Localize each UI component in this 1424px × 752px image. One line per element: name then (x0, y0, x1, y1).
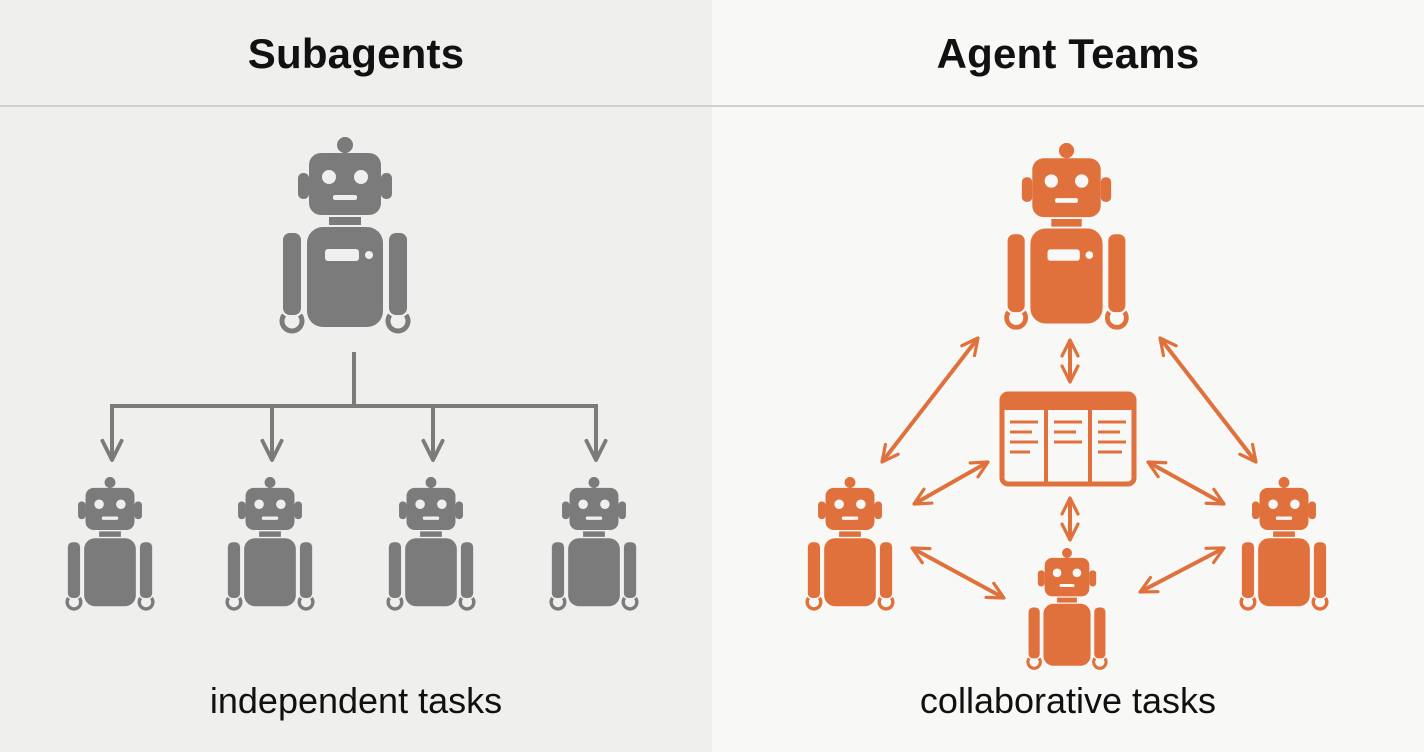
arrow-lead-right (1158, 336, 1258, 464)
subagent-robot-icon-1 (65, 475, 155, 611)
arrow-right-bottom (1138, 546, 1226, 594)
title-divider (0, 105, 712, 107)
subagent-robot-icon-4 (549, 475, 639, 611)
agent-teams-title: Agent Teams (936, 30, 1200, 77)
arrow-lead-left (880, 336, 980, 464)
subagents-panel: Subagents independent tasks (0, 0, 712, 752)
agent-teams-diagram (805, 0, 1329, 670)
title-divider (712, 105, 1424, 107)
arrow-board-right (1146, 460, 1226, 506)
subagents-diagram (65, 0, 639, 611)
team-robot-icon-right (1239, 475, 1329, 611)
team-lead-robot-icon (1007, 143, 1127, 327)
subagent-robot-icon-2 (225, 475, 315, 611)
subagents-title: Subagents (247, 30, 465, 77)
collaboration-arrows (880, 336, 1258, 600)
subagents-caption: independent tasks (209, 680, 503, 721)
task-board-icon (999, 391, 1137, 487)
agent-teams-caption: collaborative tasks (919, 680, 1217, 721)
hierarchy-lines (100, 352, 608, 462)
arrow-left-bottom (910, 546, 1006, 600)
arrow-board-left (912, 460, 990, 506)
team-robot-icon-bottom (1026, 546, 1108, 670)
team-robot-icon-left (805, 475, 895, 611)
lead-robot-icon (282, 137, 408, 331)
agent-teams-panel: Agent Teams collabora (712, 0, 1424, 752)
subagent-robot-icon-3 (386, 475, 476, 611)
